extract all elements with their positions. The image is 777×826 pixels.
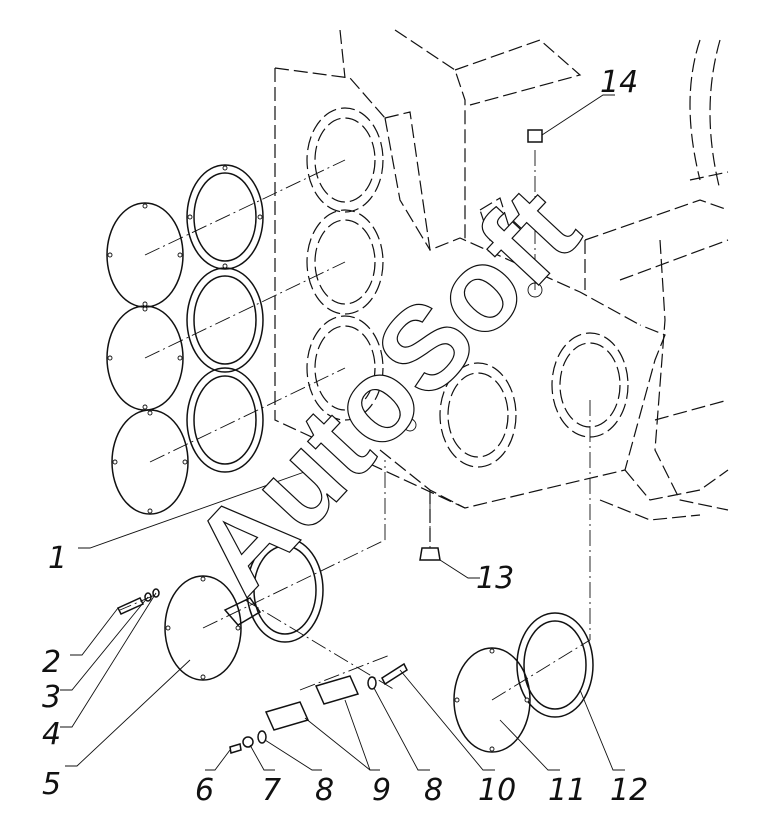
callout-8a: 8 — [315, 773, 334, 808]
nut-7 — [242, 736, 254, 748]
watermark: AutoSoft — [167, 163, 604, 618]
gasket-top — [186, 164, 264, 270]
callout-8b: 8 — [424, 773, 443, 808]
callout-7: 7 — [262, 773, 281, 808]
cover-bolt-holes — [107, 165, 530, 752]
gasket-5 — [246, 537, 324, 643]
watermark-text: AutoSoft — [167, 163, 603, 617]
cover-5 — [164, 575, 242, 681]
callout-6: 6 — [195, 773, 214, 808]
cover-lug — [223, 597, 262, 626]
leader-lines — [60, 94, 625, 771]
gearbox-housing — [274, 29, 729, 545]
callout-4: 4 — [42, 717, 61, 752]
callout-3: 3 — [42, 680, 61, 715]
callout-1: 1 — [48, 541, 67, 576]
bolt-2 — [116, 597, 145, 615]
left-covers — [106, 164, 594, 753]
callout-14: 14 — [600, 65, 638, 100]
cover-bottom — [111, 409, 189, 515]
callout-5: 5 — [42, 767, 61, 802]
bolt-6 — [229, 743, 242, 754]
small-parts — [116, 129, 543, 754]
callout-labels: 1 2 3 4 5 6 7 8 9 8 10 11 12 13 14 — [42, 65, 648, 808]
bracket-9-upper — [314, 675, 360, 705]
drain-plug — [419, 547, 441, 561]
breather-plug — [527, 129, 543, 143]
gasket-12 — [516, 612, 594, 718]
callout-12: 12 — [610, 773, 648, 808]
callout-11: 11 — [548, 773, 586, 808]
callout-9: 9 — [372, 773, 391, 808]
gasket-bottom — [186, 367, 264, 473]
callout-13: 13 — [476, 561, 514, 596]
cover-11 — [453, 647, 531, 753]
callout-2: 2 — [42, 645, 61, 680]
bolt-10 — [381, 662, 408, 686]
center-lines — [119, 150, 591, 701]
callout-10: 10 — [478, 773, 516, 808]
bracket-9-lower — [264, 701, 310, 731]
